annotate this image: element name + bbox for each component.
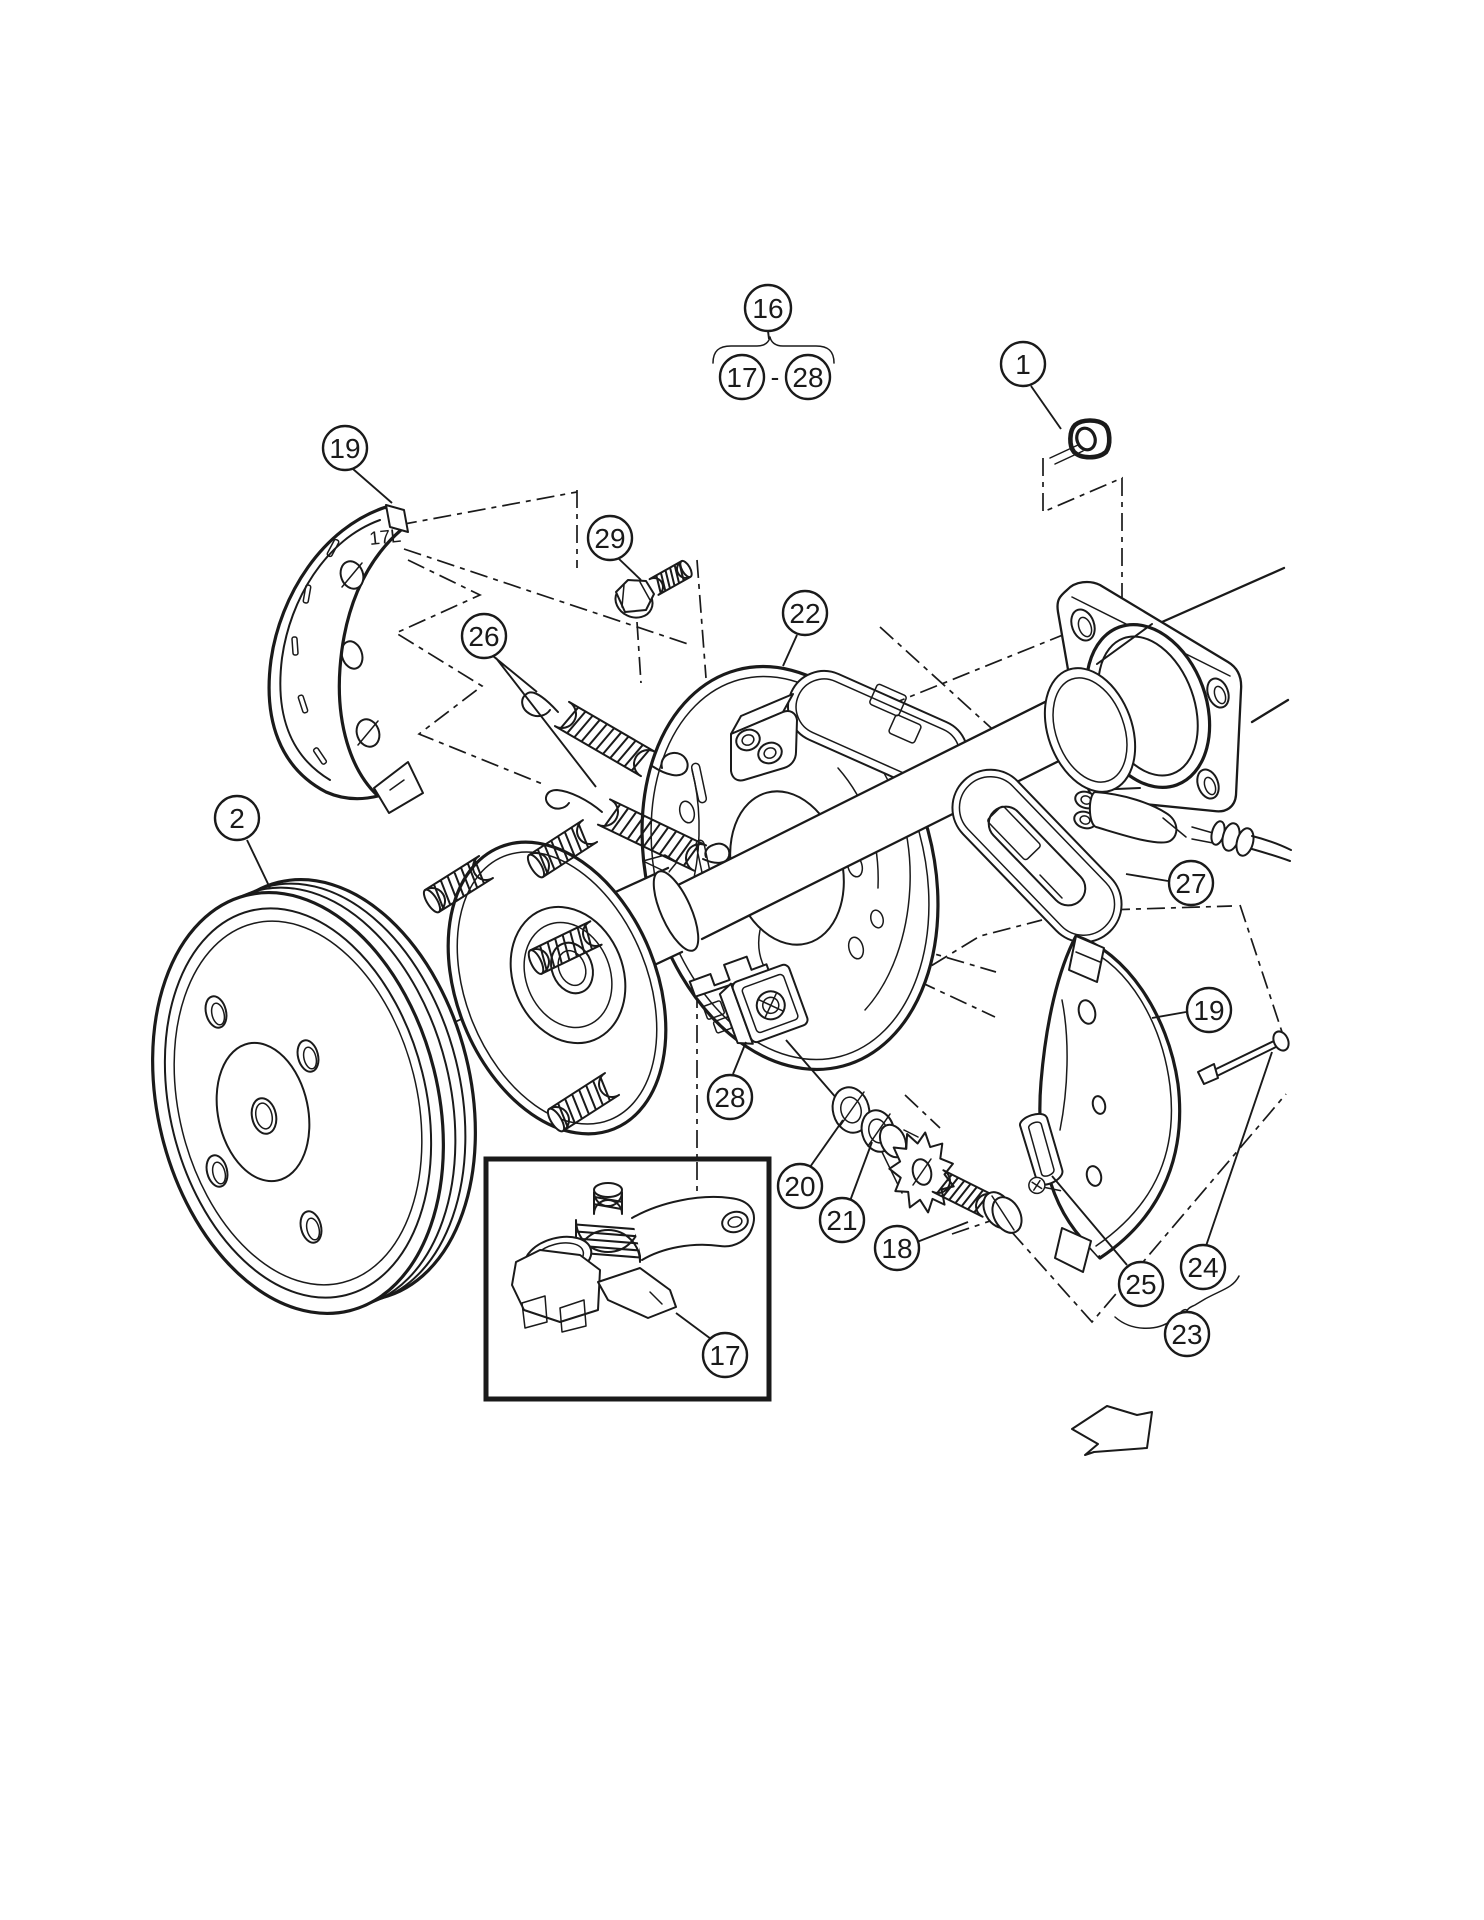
adjuster-star-wheel: [878, 1123, 955, 1214]
brake-cable-clevis: [1073, 790, 1292, 862]
shoe-stamp-17L: 17L: [368, 526, 402, 550]
svg-text:1: 1: [1015, 349, 1031, 380]
callout-16: 16: [743, 283, 793, 333]
svg-text:22: 22: [789, 598, 820, 629]
brake-cable-seal: [951, 768, 1123, 944]
svg-text:23: 23: [1171, 1319, 1202, 1350]
callout-26: 26: [460, 612, 508, 660]
junction-block: [730, 693, 798, 782]
callout-20: 20: [776, 1162, 824, 1210]
brake-drum: [151, 878, 477, 1315]
drum-lug-holes: [204, 995, 323, 1244]
svg-text:19: 19: [1193, 995, 1224, 1026]
svg-text:29: 29: [594, 523, 625, 554]
callout-18: 18: [873, 1224, 921, 1272]
svg-text:27: 27: [1175, 868, 1206, 899]
brake-lever: [511, 1182, 755, 1333]
callout-1: 1: [999, 340, 1047, 388]
svg-text:26: 26: [468, 621, 499, 652]
brace-16: [712, 336, 835, 364]
callout-19-left: 19: [321, 424, 369, 472]
svg-text:18: 18: [881, 1233, 912, 1264]
callout-17-range: 17: [718, 353, 766, 401]
svg-text:24: 24: [1187, 1252, 1218, 1283]
callout-19-right: 19: [1185, 986, 1233, 1034]
callout-23: 23: [1163, 1310, 1211, 1358]
callout-29: 29: [586, 514, 634, 562]
axle-bearing: [1043, 623, 1212, 793]
hold-down-pin: [1197, 1030, 1290, 1085]
wheel-hub: [422, 819, 668, 1136]
svg-text:28: 28: [792, 362, 823, 393]
adjuster-housing: [688, 955, 809, 1045]
flange-bolt: [614, 559, 693, 619]
svg-text:20: 20: [784, 1171, 815, 1202]
svg-text:25: 25: [1125, 1269, 1156, 1300]
range-separator: -: [771, 362, 780, 392]
return-springs: [521, 691, 731, 872]
brake-shoe-left: 17L: [267, 504, 424, 814]
callout-2: 2: [213, 794, 261, 842]
brake-shoe-right: [1038, 934, 1182, 1273]
callout-28: 28: [706, 1073, 754, 1121]
callout-22: 22: [781, 589, 829, 637]
wheel-studs: [422, 819, 621, 1133]
callout-21: 21: [818, 1196, 866, 1244]
callout-27: 27: [1167, 859, 1215, 907]
callout-17-inset: 17: [701, 1331, 749, 1379]
leader-lines: [246, 330, 1273, 1340]
callout-24: 24: [1179, 1243, 1227, 1291]
svg-text:17: 17: [709, 1340, 740, 1371]
lug-nut: [1049, 418, 1112, 465]
lever-inset: [483, 1156, 772, 1402]
svg-text:28: 28: [714, 1082, 745, 1113]
direction-arrow: [1071, 1405, 1153, 1456]
svg-text:16: 16: [752, 293, 783, 324]
svg-text:17: 17: [726, 362, 757, 393]
adjuster-axis-line: [785, 1039, 839, 1101]
callout-28-range: 28: [784, 353, 832, 401]
svg-text:2: 2: [229, 803, 245, 834]
callout-25: 25: [1117, 1260, 1165, 1308]
retainer-clip: [1019, 1112, 1064, 1195]
svg-text:21: 21: [826, 1205, 857, 1236]
adjuster-screw: [931, 1169, 1023, 1234]
svg-text:19: 19: [329, 433, 360, 464]
